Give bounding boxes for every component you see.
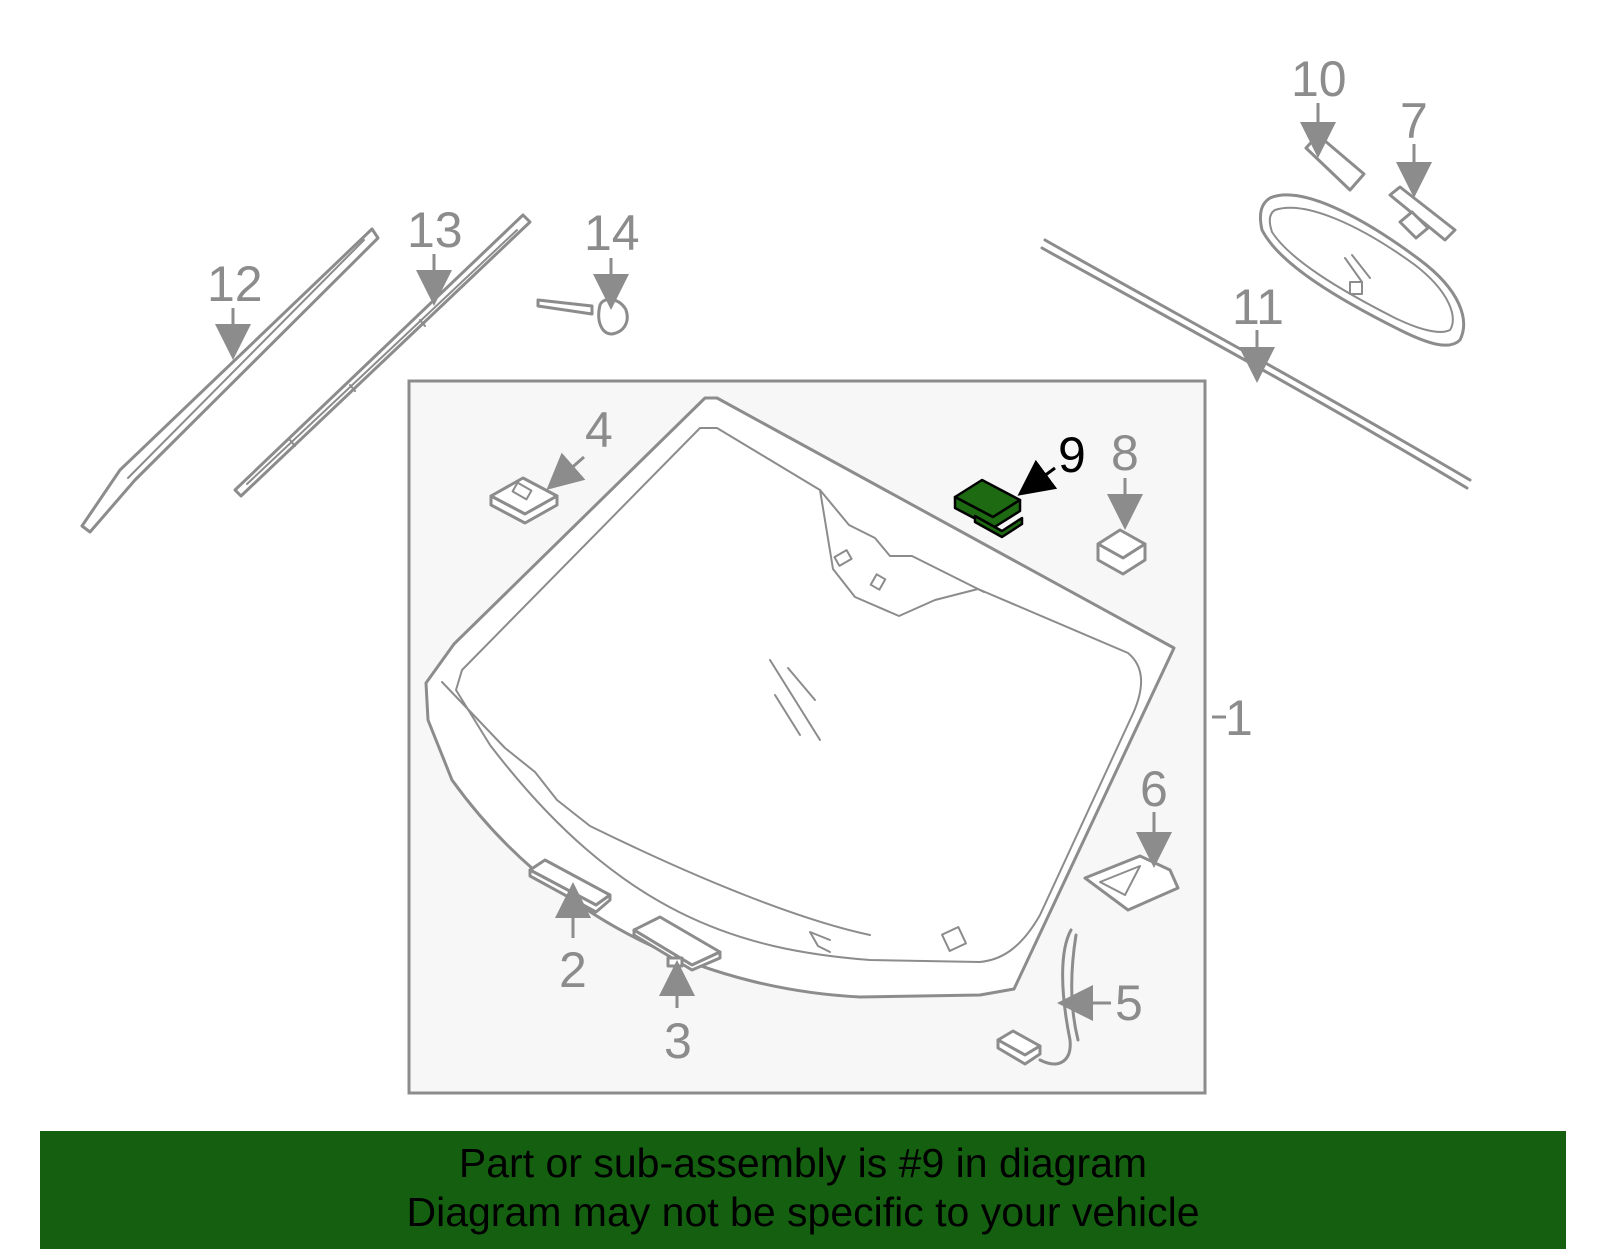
callout-3: 3 xyxy=(664,1013,692,1069)
callout-12: 12 xyxy=(207,256,263,312)
part-14 xyxy=(536,297,629,336)
callout-14: 14 xyxy=(584,205,640,261)
callout-5: 5 xyxy=(1115,975,1143,1031)
callout-7: 7 xyxy=(1400,93,1428,149)
callout-11: 11 xyxy=(1232,279,1284,335)
part-4 xyxy=(489,476,559,525)
part-6 xyxy=(1083,854,1180,912)
banner-line-1: Part or sub-assembly is #9 in diagram xyxy=(458,1140,1148,1186)
part-5 xyxy=(996,928,1080,1066)
part-7 xyxy=(1388,185,1457,242)
banner-line-2: Diagram may not be specific to your vehi… xyxy=(406,1189,1200,1235)
part-10 xyxy=(1304,133,1366,192)
callout-4: 4 xyxy=(585,402,613,458)
leader-arrows xyxy=(215,103,1432,1021)
part-11 xyxy=(1040,238,1472,490)
part-9[interactable] xyxy=(953,478,1024,539)
part-8 xyxy=(1096,528,1147,576)
callout-10: 10 xyxy=(1291,51,1347,107)
callout-1: 1 xyxy=(1225,690,1253,746)
callout-8: 8 xyxy=(1111,425,1139,481)
callout-2: 2 xyxy=(559,942,587,998)
callout-9[interactable]: 9 xyxy=(1058,427,1086,483)
part-13 xyxy=(233,213,532,498)
rearview-mirror xyxy=(1258,193,1466,347)
info-banner: Part or sub-assembly is #9 in diagram Di… xyxy=(40,1131,1566,1249)
callout-13: 13 xyxy=(407,202,463,258)
callout-6: 6 xyxy=(1140,761,1168,817)
